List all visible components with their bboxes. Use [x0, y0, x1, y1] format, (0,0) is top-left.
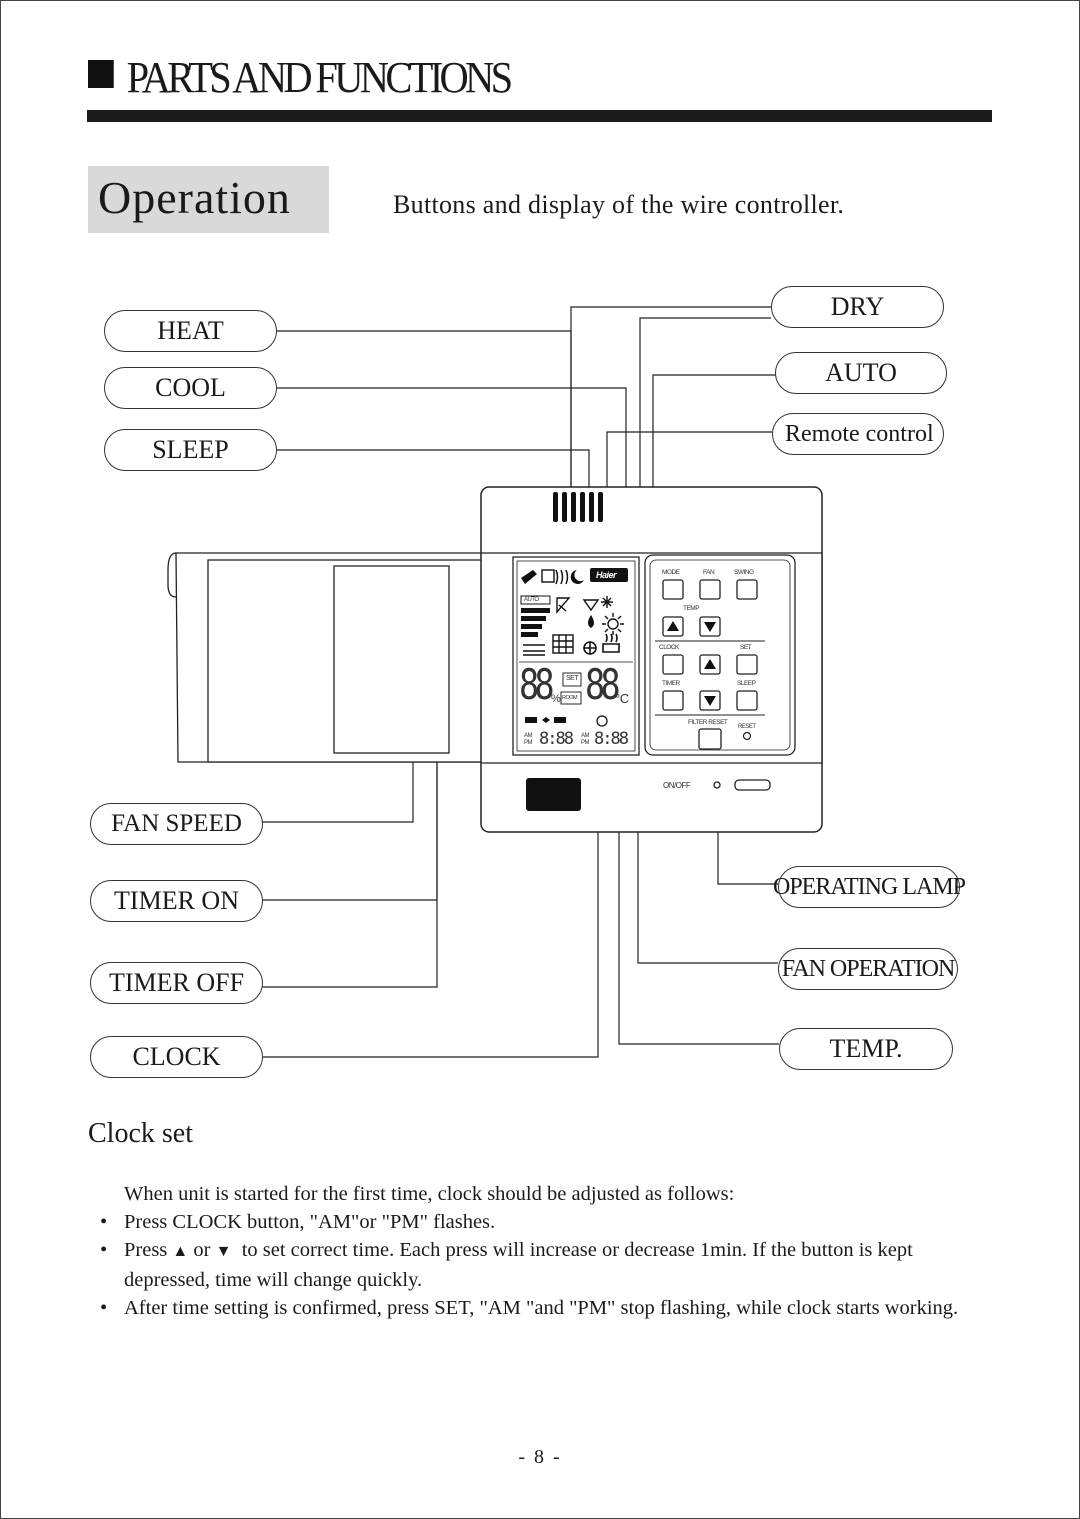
label-heat: HEAT: [104, 310, 277, 352]
filter-reset-label: FILTER RESET: [688, 719, 728, 726]
step-2-text: to set correct time. Each press will inc…: [124, 1239, 913, 1291]
set-button-label: SET: [740, 644, 752, 651]
down-triangle-icon: ▼: [215, 1243, 232, 1260]
lcd-set-tag: SET: [566, 675, 579, 682]
mode-button-label: MODE: [662, 569, 680, 576]
timer-button-label: TIMER: [662, 680, 680, 687]
section-title-text: PARTS AND FUNCTIONS: [126, 53, 513, 102]
lcd-pm-left: PM: [524, 740, 533, 746]
swing-button-label: SWING: [734, 569, 754, 576]
operation-label: Operation: [98, 172, 291, 223]
brand-logo: Haier: [596, 570, 617, 580]
clock-set-intro: When unit is started for the first time,…: [124, 1180, 984, 1208]
clock-button-label: CLOCK: [659, 644, 679, 651]
lcd-time-left: 8:88: [539, 729, 574, 749]
label-dry: DRY: [771, 286, 944, 328]
label-temp: TEMP.: [779, 1028, 953, 1070]
clock-set-heading: Clock set: [88, 1118, 193, 1149]
fan-button-label: FAN: [703, 569, 715, 576]
lcd-percent: %: [551, 693, 561, 705]
temp-button-label: TEMP: [683, 605, 700, 612]
lcd-auto-tag: AUTO: [524, 597, 539, 603]
label-auto: AUTO: [775, 352, 947, 394]
page-number: - 8 -: [518, 1446, 562, 1468]
lcd-am-right: AM: [581, 733, 590, 739]
lcd-digits-left: 88: [519, 660, 555, 709]
step-2-or: or: [193, 1239, 211, 1261]
label-timer-on: TIMER ON: [90, 880, 263, 922]
lcd-room-tag: ROOM: [562, 695, 578, 701]
square-bullet-icon: [88, 60, 114, 88]
step-2: Press ▲ or ▼ to set correct time. Each p…: [100, 1236, 970, 1294]
label-fan-operation: FAN OPERATION: [778, 948, 958, 990]
section-title: PARTS AND FUNCTIONS: [88, 52, 513, 103]
lcd-pm-right: PM: [581, 740, 590, 746]
label-timer-off: TIMER OFF: [90, 962, 263, 1004]
clock-set-intro-text: When unit is started for the first time,…: [124, 1183, 735, 1205]
on-off-label: ON/OFF: [663, 781, 691, 790]
lcd-am-left: AM: [524, 733, 533, 739]
step-3: After time setting is confirmed, press S…: [100, 1294, 970, 1322]
label-operating-lamp: OPERATING LAMP: [773, 866, 966, 908]
title-rule: [87, 110, 992, 122]
label-remote-control: Remote control: [772, 413, 944, 455]
label-cool: COOL: [104, 367, 277, 409]
clock-set-steps: Press CLOCK button, "AM"or "PM" flashes.…: [100, 1208, 970, 1322]
label-sleep: SLEEP: [104, 429, 277, 471]
lcd-celsius: °C: [615, 691, 629, 706]
lcd-time-right: 8:88: [594, 729, 629, 749]
operation-box: [88, 166, 329, 233]
sleep-button-label: SLEEP: [737, 680, 756, 687]
lcd-digits-right: 88: [585, 660, 621, 709]
step-2-press: Press: [124, 1239, 168, 1261]
step-1: Press CLOCK button, "AM"or "PM" flashes.: [100, 1208, 970, 1236]
operation-description: Buttons and display of the wire controll…: [393, 190, 845, 219]
label-clock: CLOCK: [90, 1036, 263, 1078]
label-fan-speed: FAN SPEED: [90, 803, 263, 845]
up-triangle-icon: ▲: [172, 1243, 189, 1260]
reset-button-label: RESET: [738, 724, 756, 730]
